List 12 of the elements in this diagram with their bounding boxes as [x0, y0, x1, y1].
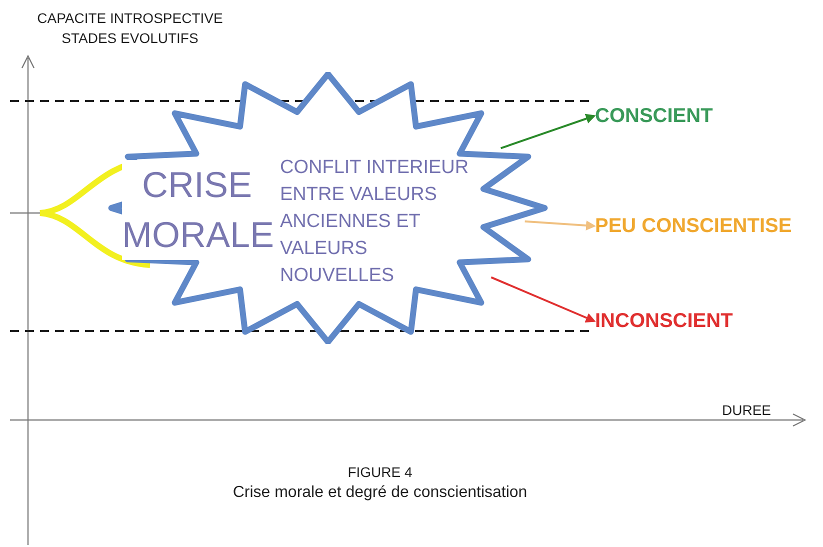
caption: Crise morale et degré de conscientisation — [232, 484, 528, 502]
figure-number: FIGURE 4 — [346, 463, 414, 482]
axis-label: CAPACITE INTROSPECTIVE STADES EVOLUTIFS — [36, 9, 224, 48]
arrow — [500, 114, 596, 150]
heading-text: CRISE MORALE — [122, 160, 272, 260]
axis-label: DUREE — [722, 401, 772, 420]
outcome-label: CONSCIENT — [595, 103, 735, 129]
starburst-shape — [108, 72, 548, 344]
arrow — [524, 220, 596, 230]
body-text: CONFLIT INTERIEUR ENTRE VALEURS ANCIENNES ET VALEURS NOUVELLES — [280, 156, 470, 288]
outcome-label: INCONSCIENT — [595, 308, 760, 334]
outcome-label: PEU CONSCIENTISE — [595, 213, 820, 239]
